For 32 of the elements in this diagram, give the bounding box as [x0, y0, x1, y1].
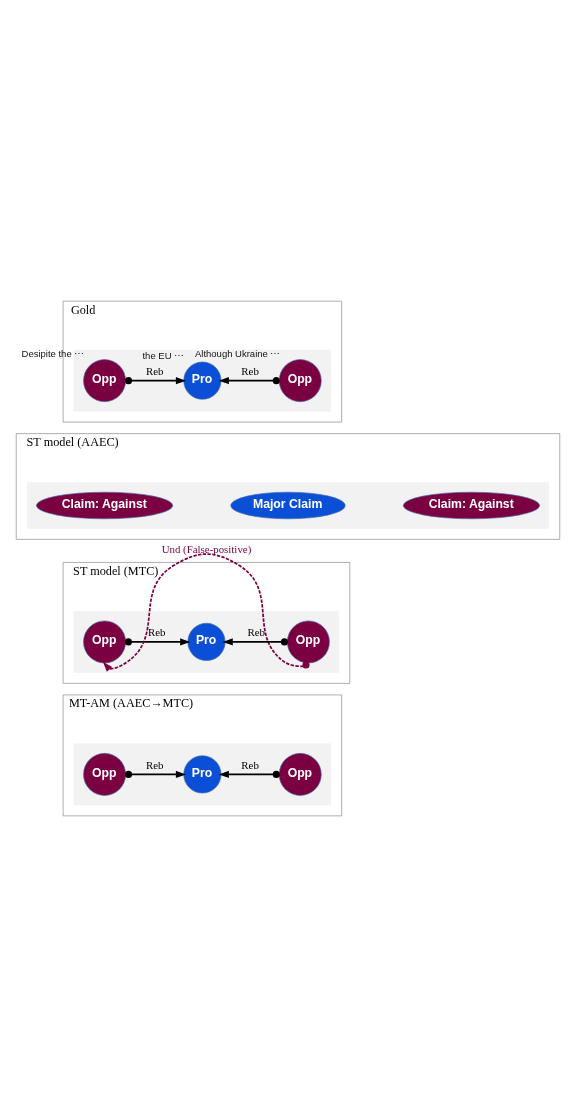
cluster [73, 349, 332, 412]
node-ellipse: Claim: Against [402, 491, 540, 520]
node-circle: Opp [83, 620, 126, 664]
node-circle: Opp [278, 753, 322, 796]
cluster [26, 482, 550, 529]
node-label: Desipite the ⋯ [21, 348, 85, 359]
arrow [124, 638, 191, 646]
node-circle: Opp [287, 620, 330, 664]
edge-label: Reb [145, 365, 164, 378]
node-ellipse: Claim: Against [36, 491, 174, 520]
arrow [102, 553, 310, 672]
node-circle: Pro [183, 361, 222, 400]
edge-label: Reb [145, 758, 164, 771]
edge-label: Reb [241, 365, 259, 378]
edge-label: Reb [147, 626, 166, 639]
cluster [73, 743, 332, 806]
node-label: Although Ukraine ⋯ [194, 348, 281, 359]
node-circle: Opp [278, 359, 322, 403]
node-circle: Opp [83, 359, 126, 403]
node-circle: Pro [187, 622, 226, 661]
edge-label: Reb [241, 758, 259, 771]
node-circle: Opp [83, 753, 126, 796]
edge-label: Und (False-positive) [161, 543, 252, 556]
node-circle: Pro [183, 755, 222, 794]
arrow [124, 770, 187, 778]
edge-label: Reb [247, 626, 265, 639]
node-label: the EU ⋯ [142, 350, 185, 362]
arrow [218, 770, 280, 778]
arrow [124, 377, 187, 385]
arrow [218, 377, 280, 385]
arrow [222, 638, 288, 646]
node-ellipse: Major Claim [230, 491, 346, 520]
